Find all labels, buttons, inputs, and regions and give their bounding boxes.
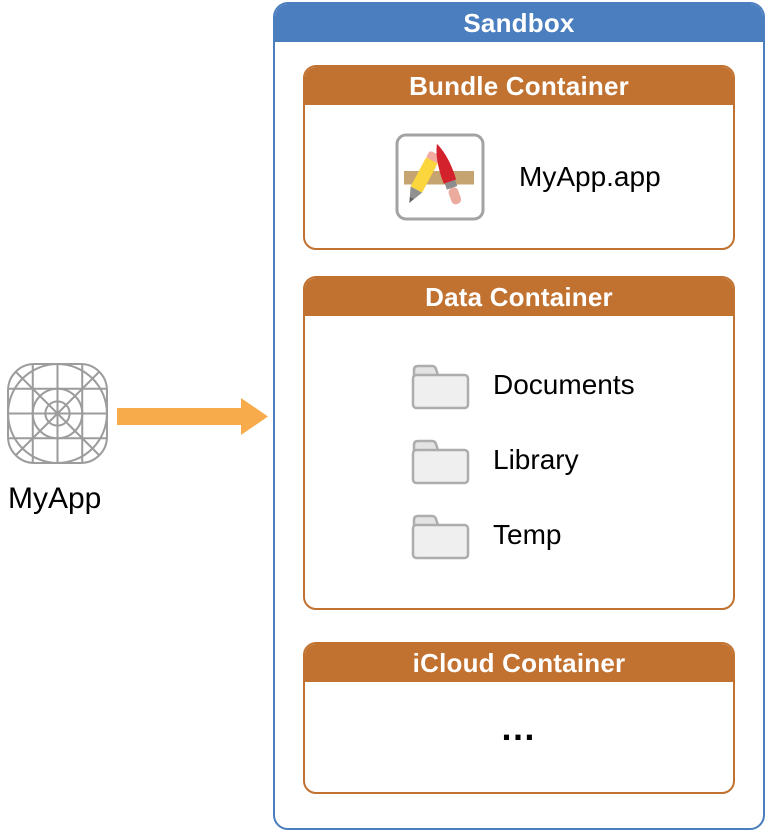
folder-icon [411, 514, 470, 560]
brush-icon [436, 143, 462, 205]
data-content: Documents Library Temp [305, 316, 733, 562]
icloud-placeholder: … [500, 707, 538, 748]
folder-label: Library [493, 444, 579, 475]
app-bundle-icon [395, 133, 485, 221]
bundle-content: MyApp.app [305, 105, 733, 221]
folder-icon [411, 364, 470, 410]
icloud-container-header: iCloud Container [305, 644, 733, 682]
folder-row-library: Library [408, 433, 733, 487]
bundle-item-label: MyApp.app [519, 161, 661, 192]
arrow-right-icon [117, 398, 268, 435]
app-label: MyApp [8, 482, 102, 515]
data-container-header: Data Container [305, 278, 733, 316]
sandbox-header: Sandbox [275, 4, 763, 42]
bundle-container-header: Bundle Container [305, 67, 733, 105]
icloud-content: … [305, 682, 733, 748]
folder-row-temp: Temp [408, 508, 733, 562]
app-source [4, 360, 114, 467]
icloud-container-box: iCloud Container … [303, 642, 735, 794]
folder-label: Documents [493, 369, 635, 400]
sandbox-container: Sandbox Bundle Container [273, 2, 765, 830]
sandbox-title: Sandbox [463, 7, 575, 38]
folder-row-documents: Documents [408, 358, 733, 412]
bundle-container-title: Bundle Container [409, 70, 629, 101]
app-wireframe-icon [7, 363, 108, 464]
icloud-container-title: iCloud Container [412, 647, 626, 678]
data-container-title: Data Container [425, 281, 613, 312]
folder-label: Temp [493, 519, 562, 550]
folder-icon [411, 439, 470, 485]
data-container-box: Data Container Documents Library [303, 276, 735, 610]
bundle-container-box: Bundle Container MyApp.app [303, 65, 735, 250]
